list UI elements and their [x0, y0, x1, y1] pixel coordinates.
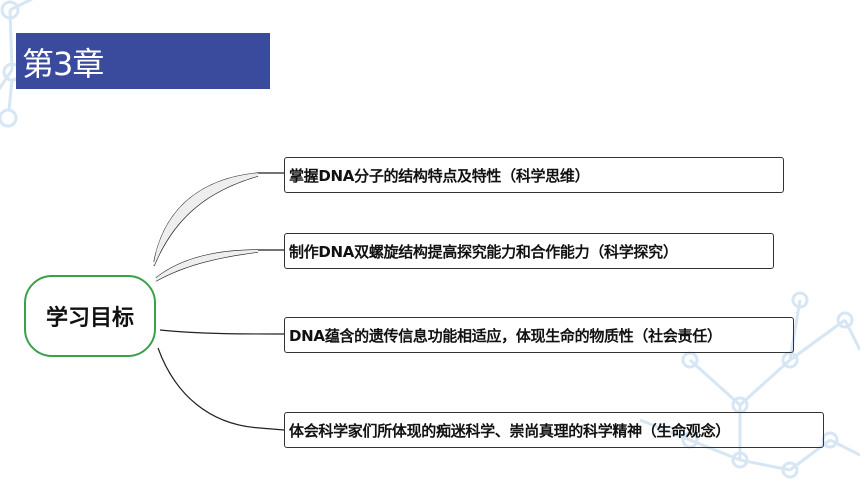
chapter-title: 第3章 — [22, 45, 104, 83]
center-label: 学习目标 — [45, 306, 134, 331]
goal-item: 掌握DNA分子的结构特点及特性（科学思维） — [284, 157, 784, 193]
goal-text: 掌握DNA分子的结构特点及特性（科学思维） — [289, 166, 590, 185]
goal-text: 制作DNA双螺旋结构提高探究能力和合作能力（科学探究） — [289, 242, 678, 261]
goal-item: DNA蕴含的遗传信息功能相适应，体现生命的物质性（社会责任） — [284, 317, 794, 353]
chapter-banner — [16, 33, 270, 89]
goal-text: 体会科学家们所体现的痴迷科学、崇尚真理的科学精神（生命观念） — [289, 421, 731, 440]
goal-text: DNA蕴含的遗传信息功能相适应，体现生命的物质性（社会责任） — [289, 326, 722, 345]
goal-item: 体会科学家们所体现的痴迷科学、崇尚真理的科学精神（生命观念） — [284, 412, 824, 448]
goal-item: 制作DNA双螺旋结构提高探究能力和合作能力（科学探究） — [284, 233, 774, 269]
center-node: 学习目标 — [24, 275, 156, 357]
